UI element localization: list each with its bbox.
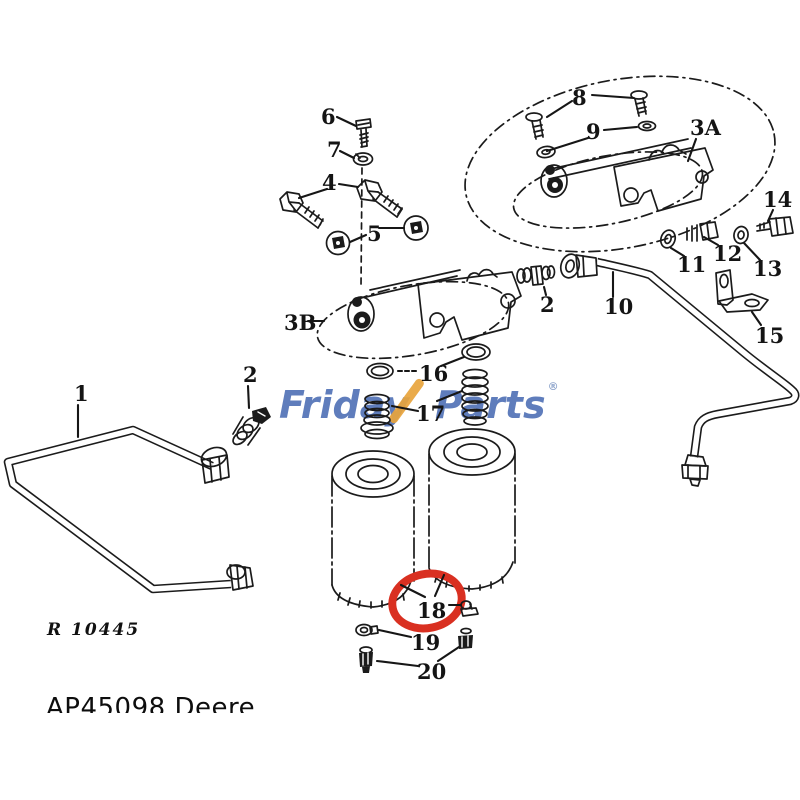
part-16-gaskets — [366, 343, 491, 380]
callout-3a: 3A — [690, 115, 722, 140]
callout-13: 13 — [753, 256, 782, 281]
part-19-nut — [355, 623, 379, 637]
part-2-left-fitting — [232, 407, 271, 446]
filter-element-right — [428, 428, 516, 592]
part-14-connector — [756, 216, 794, 237]
part-8-screws — [525, 90, 648, 140]
callout-14: 14 — [763, 187, 792, 212]
watermark: Friday Parts® — [279, 380, 559, 427]
callout-20: 20 — [417, 659, 446, 684]
filter-element-left — [331, 450, 415, 609]
callout-11: 11 — [677, 252, 706, 277]
caption-text: AP45098 Deere — [46, 693, 256, 713]
callout-8: 8 — [572, 85, 587, 110]
highlight-ellipse — [388, 569, 466, 633]
callout-labels: 1 2 2 3A 3B 4 5 6 7 8 9 10 11 12 13 14 1… — [74, 85, 792, 684]
part-9-washers — [536, 120, 657, 159]
callout-17: 17 — [416, 401, 445, 426]
callout-7: 7 — [327, 137, 342, 162]
detail-ellipse — [464, 75, 776, 253]
watermark-text-right: Parts — [435, 383, 546, 427]
part-12-connector — [686, 221, 719, 242]
callout-6: 6 — [321, 104, 336, 129]
callout-10: 10 — [604, 294, 633, 319]
callout-12: 12 — [713, 241, 742, 266]
registered-mark: ® — [547, 380, 559, 393]
callout-16: 16 — [419, 361, 448, 386]
part-7-lock-washer — [352, 152, 374, 166]
part-3b-filter-base — [316, 268, 522, 360]
watermark-text-left: Friday — [279, 383, 409, 427]
part-11-washer — [659, 229, 677, 249]
part-4-bolts — [279, 179, 403, 229]
callout-15: 15 — [755, 323, 784, 348]
part-6-screw — [355, 118, 372, 148]
part-3a-filter-base — [512, 138, 714, 229]
callout-1: 1 — [74, 381, 89, 406]
callout-4: 4 — [322, 170, 337, 195]
caption-clip: AP45098 Deere — [46, 693, 406, 713]
leader-lines — [76, 93, 775, 668]
part-2-right-fitting — [516, 265, 556, 286]
part-13-washer — [733, 225, 749, 245]
part-20-bolts — [359, 627, 473, 673]
part-15-clamp-bracket — [715, 269, 769, 313]
callout-18: 18 — [417, 598, 446, 623]
part-1-fuel-line — [3, 425, 254, 594]
callout-19: 19 — [411, 630, 440, 655]
callout-2-right: 2 — [540, 292, 555, 317]
callout-2-left: 2 — [243, 362, 258, 387]
part-17-nipples — [360, 368, 489, 440]
assembly-axis-line — [360, 167, 363, 288]
callout-9: 9 — [586, 119, 601, 144]
callout-3b: 3B — [284, 310, 316, 335]
callout-5: 5 — [367, 221, 382, 246]
part-10-fuel-line — [559, 253, 800, 487]
drawing-ref-code: R 10445 — [47, 620, 141, 640]
